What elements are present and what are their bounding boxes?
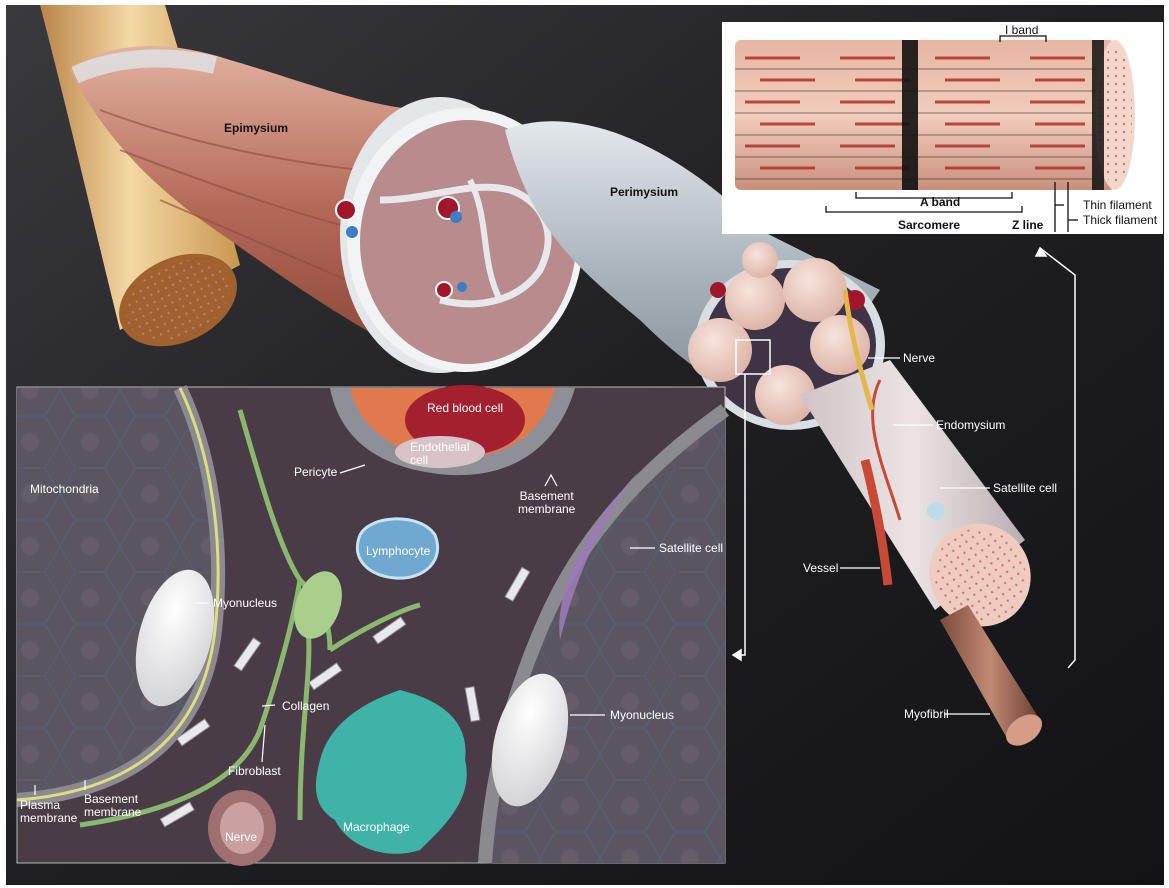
label-nerve-inset: Nerve bbox=[225, 831, 257, 844]
label-epimysium: Epimysium bbox=[224, 122, 288, 135]
label-mitochondria: Mitochondria bbox=[30, 483, 99, 496]
label-collagen: Collagen bbox=[282, 700, 329, 713]
label-i-band: I band bbox=[1005, 24, 1038, 37]
label-myonucleus-left: Myonucleus bbox=[213, 597, 277, 610]
label-satellite-cell-fiber: Satellite cell bbox=[993, 482, 1057, 495]
label-plasma-membrane: Plasma membrane bbox=[20, 799, 77, 825]
label-macrophage: Macrophage bbox=[343, 821, 410, 834]
label-vessel: Vessel bbox=[803, 562, 838, 575]
label-endothelial-cell: Endothelial cell bbox=[410, 441, 469, 467]
z-disc bbox=[902, 40, 918, 190]
label-lymphocyte: Lymphocyte bbox=[366, 545, 430, 558]
label-basement-membrane-top: Basement membrane bbox=[518, 490, 575, 516]
label-thin-filament: Thin filament bbox=[1083, 199, 1152, 212]
label-endomysium: Endomysium bbox=[936, 419, 1005, 432]
label-basement-membrane-left: Basement membrane bbox=[84, 793, 141, 819]
label-sarcomere: Sarcomere bbox=[898, 219, 960, 232]
label-a-band: A band bbox=[920, 196, 960, 209]
label-red-blood-cell: Red blood cell bbox=[427, 402, 503, 415]
label-myofibril: Myofibril bbox=[904, 708, 949, 721]
label-pericyte: Pericyte bbox=[294, 466, 337, 479]
label-thick-filament: Thick filament bbox=[1083, 214, 1157, 227]
label-myonucleus-right: Myonucleus bbox=[610, 709, 674, 722]
label-z-line: Z line bbox=[1012, 219, 1043, 232]
label-nerve-fiber: Nerve bbox=[903, 352, 935, 365]
label-fibroblast: Fibroblast bbox=[228, 765, 281, 778]
label-satellite-cell-inset: Satellite cell bbox=[659, 542, 723, 555]
label-perimysium: Perimysium bbox=[610, 186, 678, 199]
